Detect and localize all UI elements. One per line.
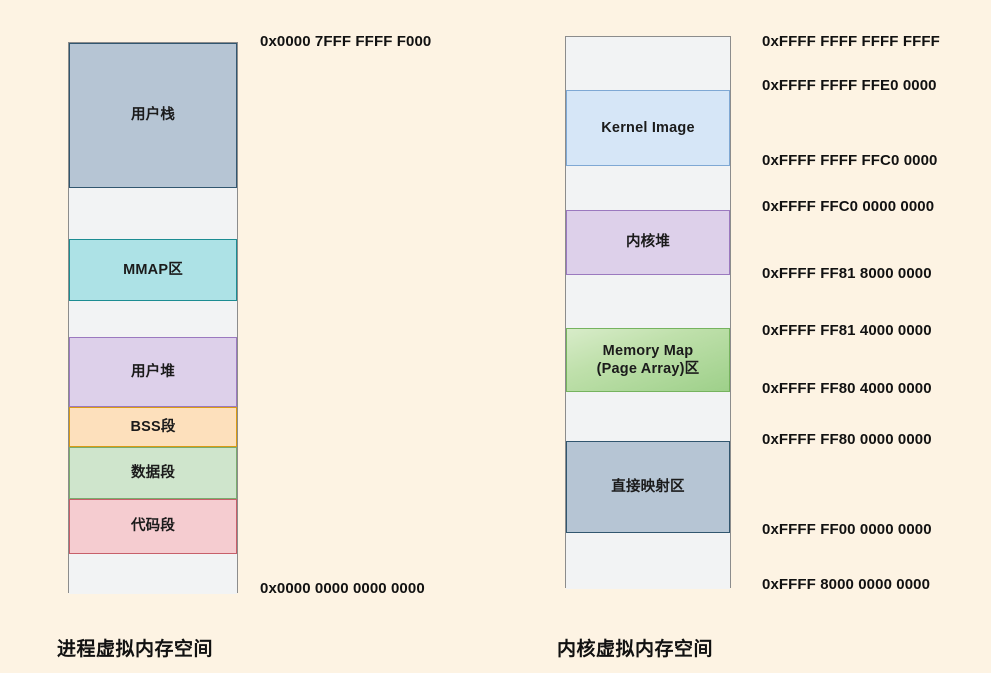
process-gap-8 <box>69 554 237 594</box>
process-region-label: 用户栈 <box>130 107 176 124</box>
address-label-kernel-4: 0xFFFF FF81 8000 0000 <box>762 265 932 282</box>
process-memory-column: 用户栈 MMAP区用户堆 BSS段数据段代码段 <box>68 42 238 594</box>
kernel-region-内核堆: 内核堆 <box>566 210 730 275</box>
process-region-bss段: BSS段 <box>69 407 237 447</box>
address-label-kernel-2: 0xFFFF FFFF FFC0 0000 <box>762 152 938 169</box>
process-region-mmap区: MMAP区 <box>69 239 237 301</box>
kernel-region-label: 直接映射区 <box>611 478 685 495</box>
caption-process-virtual-memory: 进程虚拟内存空间 <box>57 639 214 660</box>
address-label-kernel-3: 0xFFFF FFC0 0000 0000 <box>762 198 935 215</box>
address-label-kernel-9: 0xFFFF 8000 0000 0000 <box>762 576 931 593</box>
address-label-kernel-1: 0xFFFF FFFF FFE0 0000 <box>762 77 937 94</box>
address-label-kernel-8: 0xFFFF FF00 0000 0000 <box>762 521 932 538</box>
process-gap-1 <box>69 188 237 239</box>
kernel-gap-2 <box>566 166 730 210</box>
process-region-label: 用户堆 <box>130 363 176 380</box>
address-label-process-top: 0x0000 7FFF FFFF F000 <box>260 33 432 50</box>
process-region-数据段: 数据段 <box>69 447 237 499</box>
kernel-gap-4 <box>566 275 730 328</box>
kernel-gap-8 <box>566 533 730 589</box>
kernel-region-memory-map-page-array-区: Memory Map (Page Array)区 <box>566 328 730 392</box>
kernel-region-label: Kernel Image <box>601 119 695 136</box>
process-region-代码段: 代码段 <box>69 499 237 554</box>
caption-kernel-virtual-memory: 内核虚拟内存空间 <box>557 639 714 660</box>
address-label-kernel-0: 0xFFFF FFFF FFFF FFFF <box>762 33 940 50</box>
process-region-label: 代码段 <box>130 518 176 535</box>
kernel-gap-0 <box>566 37 730 90</box>
process-region-用户栈: 用户栈 <box>69 43 237 188</box>
kernel-memory-column: Kernel Image 内核堆 Memory Map (Page Array)区直… <box>565 36 731 589</box>
kernel-region-kernel-image: Kernel Image <box>566 90 730 166</box>
process-region-用户堆: 用户堆 <box>69 337 237 407</box>
kernel-region-label: Memory Map (Page Array)区 <box>596 342 700 377</box>
kernel-region-直接映射区: 直接映射区 <box>566 441 730 533</box>
process-region-label: MMAP区 <box>123 261 183 278</box>
address-label-kernel-7: 0xFFFF FF80 0000 0000 <box>762 431 932 448</box>
address-label-process-bottom: 0x0000 0000 0000 0000 <box>260 580 425 597</box>
process-gap-3 <box>69 301 237 337</box>
address-label-kernel-6: 0xFFFF FF80 4000 0000 <box>762 380 932 397</box>
kernel-gap-6 <box>566 392 730 441</box>
address-label-kernel-5: 0xFFFF FF81 4000 0000 <box>762 322 932 339</box>
kernel-region-label: 内核堆 <box>625 234 671 251</box>
process-region-label: BSS段 <box>130 418 176 435</box>
process-region-label: 数据段 <box>130 464 176 481</box>
